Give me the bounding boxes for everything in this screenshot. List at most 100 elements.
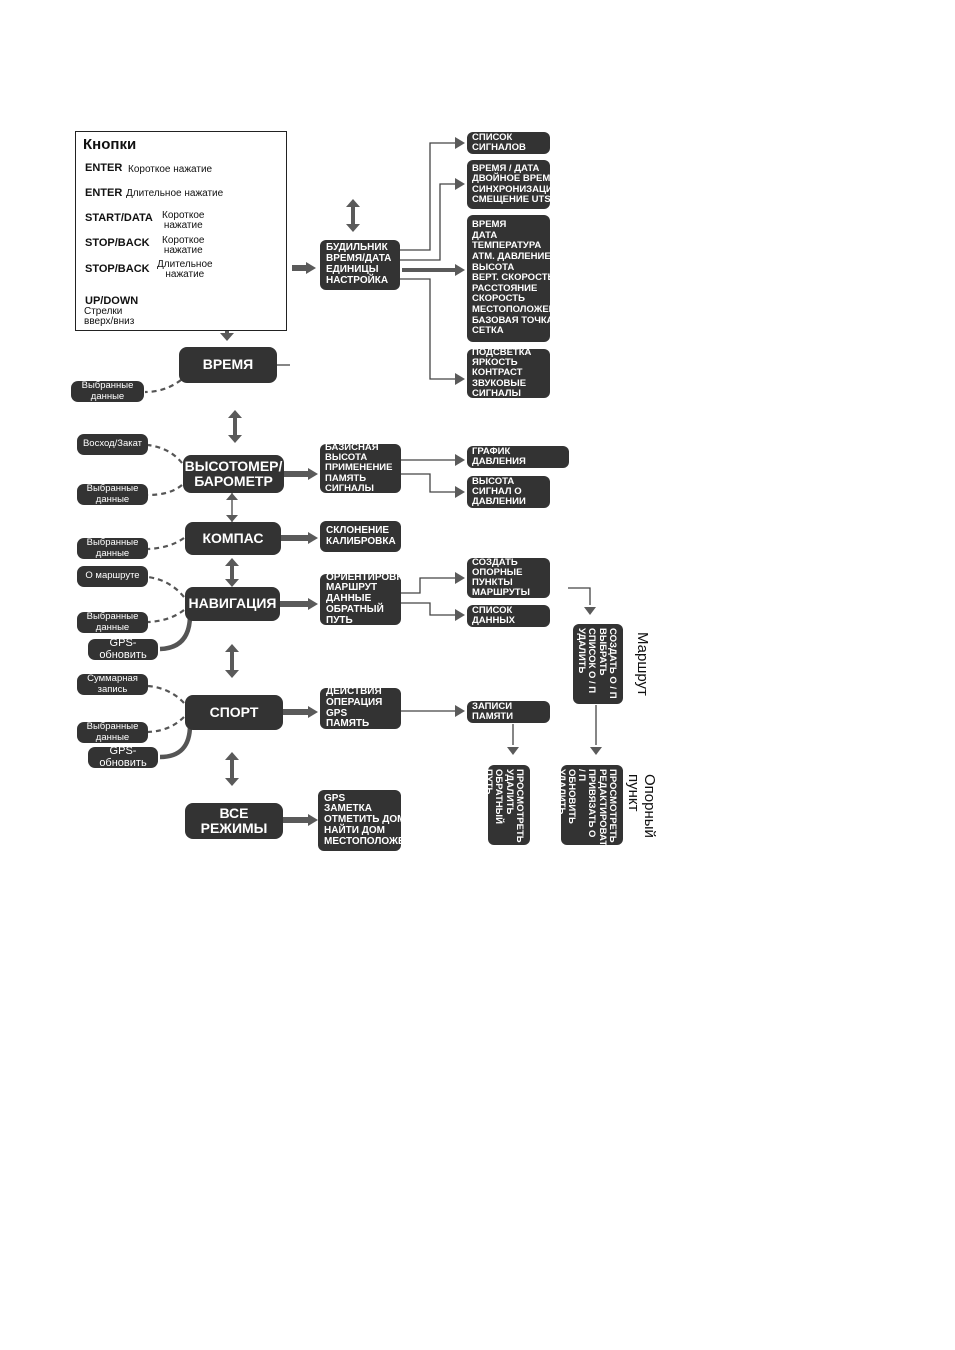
updown-sport-all-up bbox=[225, 752, 239, 760]
mode-sport[interactable]: СПОРТ bbox=[185, 695, 283, 730]
pill-about-route[interactable]: О маршруте bbox=[77, 566, 148, 587]
curve-time-selected bbox=[144, 379, 182, 394]
updown-legend-menu-up bbox=[346, 199, 360, 207]
menu-time[interactable]: БУДИЛЬНИК ВРЕМЯ/ДАТА ЕДИНИЦЫ НАСТРОЙКА bbox=[320, 240, 400, 290]
updown-compass-nav-up bbox=[225, 558, 239, 566]
route-line bbox=[568, 587, 591, 605]
pill-sport-gps-update[interactable]: GPS-обновить bbox=[88, 745, 158, 768]
alti-compass-down bbox=[226, 515, 238, 522]
waypoint-actions-box[interactable]: ПРОСМОТРЕТЬ РЕДАКТИРОВАТЬ ПРИВЯЗАТЬ О / … bbox=[556, 765, 623, 853]
legend-updown-button: UP/DOWN bbox=[85, 295, 139, 307]
branch-pressure-head bbox=[455, 454, 465, 466]
mode-time[interactable]: ВРЕМЯ bbox=[179, 347, 277, 383]
menu-compass[interactable]: СКЛОНЕНИЕ КАЛИБРОВКА bbox=[320, 521, 401, 552]
updown-legend-menu-shaft bbox=[351, 205, 355, 226]
updown-time-alti-down bbox=[228, 435, 242, 443]
pill-nav-selected-data[interactable]: Выбранные данные bbox=[77, 612, 148, 633]
arrow-nav-menu-head bbox=[308, 598, 318, 610]
mode-navigation[interactable]: НАВИГАЦИЯ bbox=[185, 587, 280, 621]
mode-altimeter-barometer[interactable]: ВЫСОТОМЕР/ БАРОМЕТР bbox=[183, 455, 284, 493]
submenu-units[interactable]: ВРЕМЯ ДАТА ТЕМПЕРАТУРА АТМ. ДАВЛЕНИЕ ВЫС… bbox=[467, 215, 569, 342]
arrow-alti-menu-head bbox=[308, 468, 318, 480]
submenu-create-waypoints-routes[interactable]: СОЗДАТЬ ОПОРНЫЕ ПУНКТЫ МАРШРУТЫ bbox=[467, 557, 550, 598]
pill-compass-selected-data[interactable]: Выбранные данные bbox=[77, 538, 148, 559]
pill-sunrise-sunset[interactable]: Восход/Закат bbox=[77, 434, 148, 455]
updown-nav-sport-up bbox=[225, 644, 239, 652]
menu-all-modes[interactable]: GPS ЗАМЕТКА ОТМЕТИТЬ ДОМ НАЙТИ ДОМ МЕСТО… bbox=[318, 790, 426, 851]
submenu-altitude-alarm[interactable]: ВЫСОТА СИГНАЛ О ДАВЛЕНИИ bbox=[467, 476, 550, 508]
updown-compass-nav-down bbox=[225, 579, 239, 587]
updown-sport-all-shaft bbox=[230, 758, 234, 780]
route-actions-box[interactable]: СОЗДАТЬ О / П ВЫБРАТЬ СПИСОК О / П УДАЛИ… bbox=[573, 624, 623, 704]
pill-nav-gps-update[interactable]: GPS-обновить bbox=[88, 637, 158, 660]
branch-memory-head bbox=[455, 705, 465, 717]
legend-stopback-short-button: STOP/BACK bbox=[85, 237, 150, 249]
menu-sport[interactable]: ДЕЙСТВИЯ ОПЕРАЦИЯ GPS ПАМЯТЬ bbox=[320, 686, 401, 729]
branch-datalist bbox=[401, 602, 455, 616]
pill-time-selected-data[interactable]: Выбранные данные bbox=[71, 381, 144, 402]
branch-alarm bbox=[400, 142, 455, 251]
branch-navcreate-head bbox=[455, 572, 465, 584]
legend-startdata-desc: Короткое нажатие bbox=[162, 210, 205, 231]
submenu-time-date[interactable]: ВРЕМЯ / ДАТА ДВОЙНОЕ ВРЕМЯ СИНХРОНИЗАЦИЯ… bbox=[467, 160, 560, 209]
curve-sunrise bbox=[147, 443, 183, 464]
submenu-settings[interactable]: ПОДСВЕТКА ЯРКОСТЬ КОНТРАСТ ЗВУКОВЫЕ СИГН… bbox=[467, 347, 550, 399]
submenu-memory-records[interactable]: ЗАПИСИ ПАМЯТИ bbox=[467, 701, 550, 723]
arrow-sport-menu-head bbox=[308, 706, 318, 718]
submenu-alarm-list[interactable]: СПИСОК СИГНАЛОВ bbox=[467, 132, 550, 154]
curve-nav-selected bbox=[147, 609, 185, 624]
memory-down-line-head bbox=[507, 747, 519, 755]
mode-all-modes[interactable]: ВСЕ РЕЖИМЫ bbox=[185, 803, 283, 839]
arrow-compass-menu-shaft bbox=[281, 535, 310, 541]
submenu-pressure-graph[interactable]: ГРАФИК ДАВЛЕНИЯ bbox=[467, 446, 569, 468]
branch-units-head bbox=[455, 264, 465, 276]
memory-actions-box[interactable]: ПРОСМОТРЕТЬ УДАЛИТЬ ОБРАТНЫЙ ПУТЬ bbox=[483, 765, 530, 845]
legend-enter-long-desc: Длительное нажатие bbox=[126, 188, 224, 199]
updown-legend-menu-down bbox=[346, 224, 360, 232]
legend-time-updown-down bbox=[220, 333, 234, 341]
arrow-nav-menu-shaft bbox=[280, 601, 310, 607]
legend-stopback-short-desc: Короткое нажатие bbox=[162, 235, 205, 256]
branch-altialarm-head bbox=[455, 486, 465, 498]
curve-about-route bbox=[147, 575, 185, 598]
updown-nav-sport-shaft bbox=[230, 650, 234, 672]
branch-datalist-head bbox=[455, 609, 465, 621]
legend-enter-short-desc: Короткое нажатие bbox=[128, 164, 213, 175]
pill-sport-selected-data[interactable]: Выбранные данные bbox=[77, 722, 148, 743]
branch-timedate-head bbox=[455, 178, 465, 190]
legend-stopback-long-desc: Длительное нажатие bbox=[157, 259, 213, 280]
menu-altimeter[interactable]: БАЗИСНАЯ ВЫСОТА ПРИМЕНЕНИЕ ПАМЯТЬ СИГНАЛ… bbox=[320, 442, 401, 494]
arrow-sport-menu-shaft bbox=[283, 709, 310, 715]
branch-navcreate bbox=[401, 577, 455, 594]
pill-alti-selected-data[interactable]: Выбранные данные bbox=[77, 484, 148, 505]
curve-summary bbox=[147, 684, 185, 704]
route-side-label: Маршрут bbox=[634, 632, 651, 696]
branch-alarm-head bbox=[455, 137, 465, 149]
updown-sport-all-down bbox=[225, 778, 239, 786]
alti-compass-up bbox=[226, 493, 238, 500]
route-waypoint-line-head bbox=[590, 747, 602, 755]
arrow-all-menu-shaft bbox=[283, 817, 310, 823]
branch-settings-head bbox=[455, 373, 465, 385]
arrow-legend-time-menu-head bbox=[306, 262, 316, 274]
menu-navigation[interactable]: ОРИЕНТИРОВКА МАРШРУТ ДАННЫЕ ОБРАТНЫЙ ПУТ… bbox=[320, 572, 410, 626]
legend-enter-short-button: ENTER bbox=[85, 162, 123, 174]
waypoint-side-label: Опорный пункт bbox=[625, 774, 658, 838]
updown-nav-sport-down bbox=[225, 670, 239, 678]
updown-time-alti-up bbox=[228, 410, 242, 418]
pill-summary-record[interactable]: Суммарная запись bbox=[77, 674, 148, 695]
legend-updown-desc: Стрелки вверх/вниз bbox=[84, 306, 135, 327]
legend-startdata-button: START/DATA bbox=[85, 212, 153, 224]
arrow-compass-menu-head bbox=[308, 532, 318, 544]
legend-enter-long-button: ENTER bbox=[85, 187, 123, 199]
legend-title: Кнопки bbox=[83, 136, 137, 153]
legend-stopback-long-button: STOP/BACK bbox=[85, 263, 150, 275]
curve-compass-selected bbox=[147, 537, 185, 551]
mode-compass[interactable]: КОМПАС bbox=[185, 522, 281, 555]
buttons-legend bbox=[75, 131, 287, 331]
arrow-alti-menu-shaft bbox=[284, 471, 310, 477]
arrow-all-menu-head bbox=[308, 814, 318, 826]
submenu-data-list[interactable]: СПИСОК ДАННЫХ bbox=[467, 605, 550, 627]
curve-alti-selected bbox=[147, 484, 183, 497]
